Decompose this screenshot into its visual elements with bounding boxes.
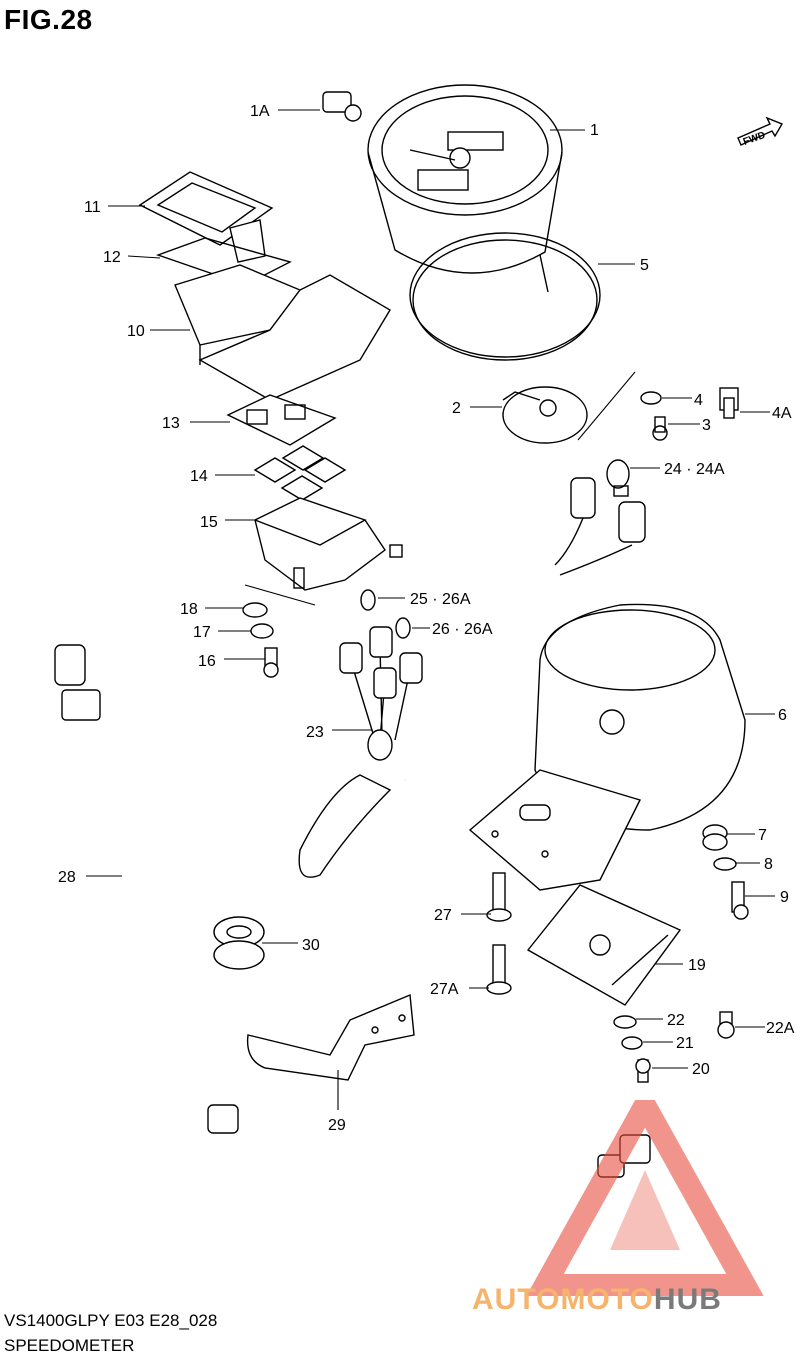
part-30-grommet	[213, 916, 265, 970]
part-15-socket-housing	[253, 497, 403, 591]
callout-7: 7	[758, 827, 767, 844]
part-13-plate	[226, 394, 337, 446]
harness-upper-sockets	[554, 477, 646, 576]
part-1-speedometer	[367, 84, 563, 293]
callout-14: 14	[190, 468, 208, 485]
callout-27a: 27A	[430, 981, 459, 998]
part-20-screw	[635, 1058, 651, 1083]
callout-labels: 1A 1 11 12 5 10 2 4 4A 3 13 24 · 24A 14 …	[58, 103, 795, 1134]
callout-10: 10	[127, 323, 145, 340]
leader-lines	[86, 109, 775, 1110]
part-11-lens	[138, 171, 274, 263]
callout-16: 16	[198, 653, 216, 670]
part-27-bolt	[486, 872, 512, 922]
part-24-bulb	[606, 459, 630, 497]
part-5-ring	[409, 232, 601, 361]
callout-20: 20	[692, 1061, 710, 1078]
part-4-washer	[640, 391, 662, 405]
callout-6: 6	[778, 707, 787, 724]
watermark-logo-icon	[526, 1100, 764, 1296]
callout-21: 21	[676, 1035, 694, 1052]
callout-4: 4	[694, 392, 703, 409]
part-18-washer	[242, 602, 268, 618]
callout-17: 17	[193, 624, 211, 641]
part-4a-bolt	[719, 387, 739, 419]
fwd-arrow-icon: FWD	[737, 116, 784, 148]
part-21-washer	[621, 1036, 643, 1050]
part-16-screw	[263, 647, 279, 678]
part-3-screw	[652, 416, 668, 441]
callout-23: 23	[306, 724, 324, 741]
callout-2: 2	[452, 400, 461, 417]
section-name: SPEEDOMETER	[4, 1336, 135, 1355]
callout-9: 9	[780, 889, 789, 906]
part-22-washer	[613, 1015, 637, 1029]
callout-22a: 22A	[766, 1020, 795, 1037]
part-9-screw	[731, 881, 749, 920]
callout-19: 19	[688, 957, 706, 974]
callout-1a: 1A	[250, 103, 270, 120]
part-14-symbol-plates	[253, 445, 347, 501]
part-10-housing	[174, 264, 391, 401]
part-6-case	[468, 603, 746, 891]
part-27a-bolt	[486, 944, 512, 995]
callout-3: 3	[702, 417, 711, 434]
part-26-bulb	[395, 617, 411, 639]
part-8-washer	[713, 857, 737, 871]
figure-title: FIG.28	[4, 4, 93, 35]
fwd-label: FWD	[742, 130, 767, 148]
callout-11: 11	[84, 199, 101, 216]
part-17-washer	[250, 623, 274, 639]
callout-15: 15	[200, 514, 218, 531]
callout-12: 12	[103, 249, 121, 266]
callout-4a: 4A	[772, 405, 792, 422]
callout-22: 22	[667, 1012, 685, 1029]
callout-29: 29	[328, 1117, 346, 1134]
model-code: VS1400GLPY E03 E28_028	[4, 1311, 218, 1330]
part-23-harness	[298, 563, 556, 878]
callout-28: 28	[58, 869, 76, 886]
part-7-grommet	[702, 824, 728, 851]
callout-8: 8	[764, 856, 773, 873]
callout-5: 5	[640, 257, 649, 274]
callout-18: 18	[180, 601, 198, 618]
part-19-bracket	[526, 884, 682, 1006]
part-2-reset-knob	[502, 386, 588, 444]
callout-24-24a: 24 · 24A	[664, 461, 725, 478]
callout-30: 30	[302, 937, 320, 954]
callout-26-26a: 26 · 26A	[432, 621, 493, 638]
callout-27: 27	[434, 907, 452, 924]
part-22a-bolt	[717, 1011, 735, 1039]
part-25-bulb	[360, 589, 376, 611]
callout-25-26a: 25 · 26A	[410, 591, 471, 608]
watermark-text: AUTOMOTOHUB	[472, 1283, 722, 1316]
callout-13: 13	[162, 415, 180, 432]
callout-1: 1	[590, 122, 599, 139]
part-29-clamp	[246, 993, 415, 1081]
part-1a-socket	[322, 91, 362, 122]
